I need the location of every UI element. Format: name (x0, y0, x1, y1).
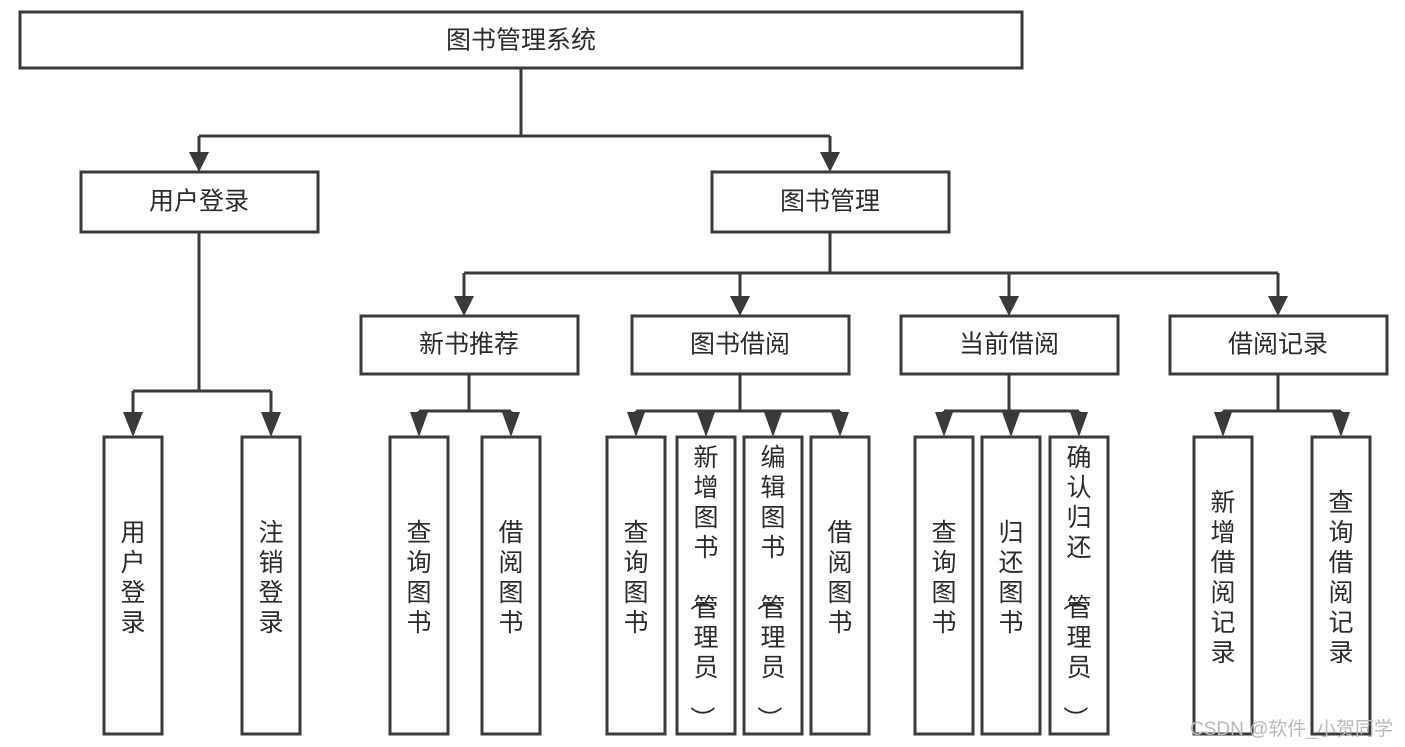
arrowhead-icon (123, 412, 143, 437)
arrowhead-icon (730, 296, 750, 316)
node-new-book-recommend-label: 新书推荐 (419, 331, 519, 359)
node-borrow-record-label: 借阅记录 (1228, 331, 1328, 359)
leaf-label: 注销登录 (258, 519, 283, 637)
node-user-login-box[interactable] (79, 170, 320, 234)
node-new-book-recommend[interactable]: 新书推荐 (359, 314, 580, 376)
leaf-box[interactable] (809, 435, 871, 736)
leaf-label: 借阅图书 (827, 519, 852, 637)
leaf-label: 查询图书 (623, 519, 648, 637)
leaf-box[interactable] (913, 435, 975, 736)
node-book-borrow-label: 图书借阅 (690, 331, 790, 359)
arrowhead-icon (697, 412, 715, 437)
arrowhead-icon (1268, 296, 1288, 316)
leaf-box[interactable] (1310, 435, 1372, 736)
arrowhead-layer (123, 152, 1350, 437)
leaf-box[interactable] (240, 435, 302, 736)
node-current-borrow[interactable]: 当前借阅 (899, 314, 1120, 376)
arrowhead-icon (1070, 412, 1088, 437)
node-new-book-recommend-box[interactable] (359, 314, 580, 376)
leaf-borrow-record-0[interactable]: 新增借阅记录 (1192, 435, 1254, 736)
arrowhead-icon (627, 412, 645, 437)
leaf-box[interactable] (605, 435, 667, 736)
leaf-box[interactable] (480, 435, 542, 736)
arrowhead-icon (935, 412, 953, 437)
arrowhead-icon (189, 152, 209, 172)
leaf-book-borrow-2[interactable]: 编辑图书（管理员） (742, 435, 804, 736)
leaf-user-login-1[interactable]: 注销登录 (240, 435, 302, 736)
leaf-current-borrow-2[interactable]: 确认归还（管理员） (1048, 435, 1110, 736)
node-book-borrow-box[interactable] (630, 314, 851, 376)
node-user-login-label: 用户登录 (149, 188, 249, 216)
leaf-book-borrow-1[interactable]: 新增图书（管理员） (675, 435, 737, 736)
leaf-label: 查询借阅记录 (1328, 489, 1353, 667)
arrowhead-icon (454, 296, 474, 316)
arrowhead-icon (764, 412, 782, 437)
leaf-label: 编辑图书（管理员） (754, 444, 785, 731)
leaf-label: 查询图书 (931, 519, 956, 637)
leaf-box[interactable] (388, 435, 450, 736)
leaf-label: 新增借阅记录 (1210, 489, 1235, 667)
leaf-box[interactable] (742, 435, 804, 736)
node-current-borrow-label: 当前借阅 (959, 331, 1059, 359)
node-user-login[interactable]: 用户登录 (79, 170, 320, 234)
leaf-book-borrow-0[interactable]: 查询图书 (605, 435, 667, 736)
leaf-box[interactable] (102, 435, 164, 736)
node-book-borrow[interactable]: 图书借阅 (630, 314, 851, 376)
arrowhead-icon (820, 152, 840, 172)
leaf-book-borrow-3[interactable]: 借阅图书 (809, 435, 871, 736)
leaf-label: 确认归还（管理员） (1060, 444, 1091, 731)
node-root[interactable]: 图书管理系统 (18, 10, 1024, 70)
watermark-text: CSDN @软件_小贺同学 (1190, 719, 1393, 740)
leaf-box[interactable] (1048, 435, 1110, 736)
leaf-current-borrow-1[interactable]: 归还图书 (980, 435, 1042, 736)
leaf-label: 归还图书 (998, 519, 1023, 637)
arrowhead-icon (1002, 412, 1020, 437)
leaf-new-book-recommend-0[interactable]: 查询图书 (388, 435, 450, 736)
arrowhead-icon (1332, 412, 1350, 437)
node-book-manage-label: 图书管理 (780, 188, 880, 216)
node-book-manage-box[interactable] (710, 170, 951, 234)
leaf-borrow-record-1[interactable]: 查询借阅记录 (1310, 435, 1372, 736)
arrowhead-icon (261, 412, 281, 437)
arrowhead-icon (999, 296, 1019, 316)
leaf-label: 新增图书（管理员） (687, 444, 718, 731)
leaf-new-book-recommend-1[interactable]: 借阅图书 (480, 435, 542, 736)
node-book-manage[interactable]: 图书管理 (710, 170, 951, 234)
leaf-label: 用户登录 (120, 519, 145, 637)
leaf-user-login-0[interactable]: 用户登录 (102, 435, 164, 736)
arrowhead-icon (831, 412, 849, 437)
node-root-box[interactable] (18, 10, 1024, 70)
leaf-box[interactable] (980, 435, 1042, 736)
leaf-box[interactable] (1192, 435, 1254, 736)
node-current-borrow-box[interactable] (899, 314, 1120, 376)
leaf-box[interactable] (675, 435, 737, 736)
leaf-label: 查询图书 (406, 519, 431, 637)
node-borrow-record-box[interactable] (1168, 314, 1389, 376)
node-root-label: 图书管理系统 (446, 27, 596, 55)
arrowhead-icon (1214, 412, 1232, 437)
leaf-label: 借阅图书 (498, 519, 523, 637)
leaf-current-borrow-0[interactable]: 查询图书 (913, 435, 975, 736)
node-borrow-record[interactable]: 借阅记录 (1168, 314, 1389, 376)
arrowhead-icon (502, 412, 520, 437)
arrowhead-icon (410, 412, 428, 437)
